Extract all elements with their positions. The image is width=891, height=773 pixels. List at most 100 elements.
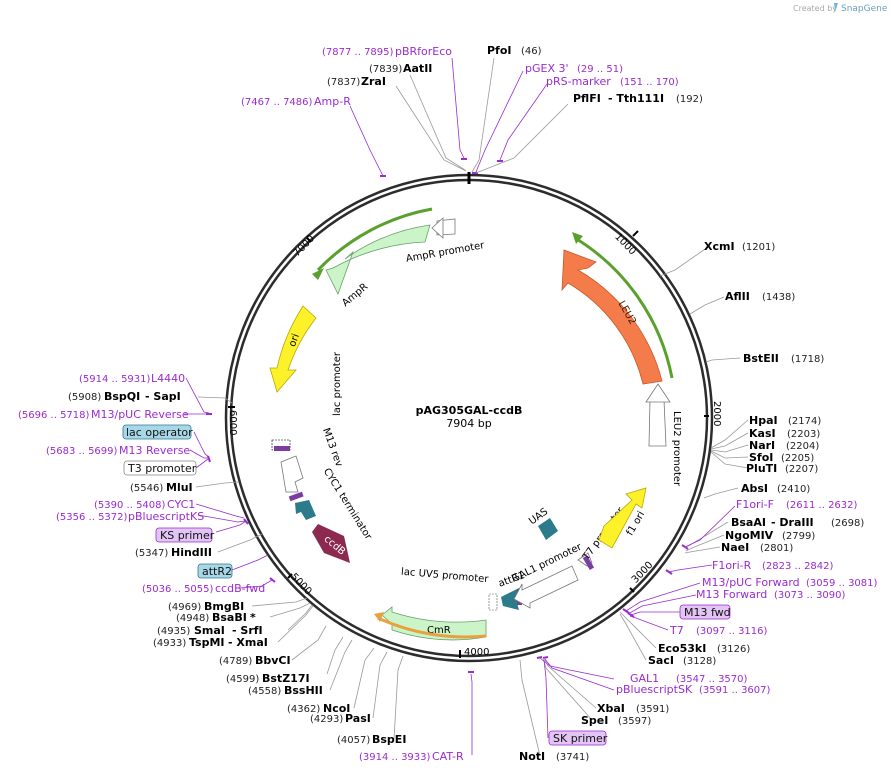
primer-m13-fwd[interactable]: M13 fwd — [679, 604, 731, 620]
enzyme-xbai[interactable]: XbaI(3591) — [597, 702, 669, 715]
primer-pgex3[interactable]: pGEX 3'(29 .. 51) — [525, 62, 623, 75]
enzyme-pfoi[interactable]: PfoI(46) — [487, 44, 542, 57]
cyc1-terminator-feature[interactable] — [280, 455, 304, 493]
enzyme-pluti[interactable]: PluTI(2207) — [746, 462, 818, 475]
svg-text:BsaBI: BsaBI — [212, 611, 247, 624]
svg-text:MluI: MluI — [166, 481, 193, 494]
enzyme-bsabi[interactable]: (4948)BsaBI* — [176, 611, 256, 624]
uas-feature[interactable] — [538, 518, 558, 540]
svg-text:- DraIII: - DraIII — [771, 516, 814, 529]
enzyme-tspmi[interactable]: (4933)TspMI- XmaI — [153, 636, 268, 649]
snapgene-logo-icon — [834, 3, 838, 12]
enzyme-ncoi[interactable]: (4362)NcoI — [287, 702, 350, 715]
primer-cyc1[interactable]: (5390 .. 5408)CYC1 — [94, 498, 195, 511]
enzyme-bspei[interactable]: (4057)BspEI — [337, 733, 406, 746]
leu2-feature[interactable] — [561, 249, 663, 385]
enzyme-aatii[interactable]: (7839)AatII — [369, 62, 432, 75]
ccdb-feature[interactable] — [312, 524, 350, 563]
enzyme-naei[interactable]: NaeI(2801) — [721, 541, 793, 554]
enzyme-ngomiv[interactable]: NgoMIV(2799) — [725, 529, 815, 542]
svg-text:(2410): (2410) — [777, 484, 810, 495]
primer-labels: (7877 .. 7895)pBRforEco pGEX 3'(29 .. 51… — [18, 45, 878, 763]
leu2-orf-arrowhead — [572, 232, 583, 244]
enzyme-noti[interactable]: NotI(3741) — [519, 750, 589, 763]
primer-amp-r[interactable]: (7467 .. 7486)Amp-R — [241, 95, 351, 108]
attr2-feature[interactable] — [295, 500, 316, 520]
gal1-promoter-feature[interactable] — [513, 565, 579, 609]
feature-attr2-tag[interactable]: attR2 — [197, 563, 233, 579]
primer-ccdb-fwd[interactable]: (5036 .. 5055)ccdB-fwd — [142, 582, 265, 595]
svg-text:(1718): (1718) — [791, 354, 824, 365]
enzyme-saci[interactable]: SacI(3128) — [648, 654, 716, 667]
enzyme-xcmi[interactable]: XcmI(1201) — [704, 240, 775, 253]
primer-prs-marker[interactable]: pRS-marker(151 .. 170) — [546, 75, 679, 88]
ampr-feature[interactable] — [325, 224, 431, 296]
primer-pbluescriptks[interactable]: (5356 .. 5372)pBluescriptKS — [56, 510, 204, 523]
primer-pbrforeco[interactable]: (7877 .. 7895)pBRforEco — [322, 45, 452, 58]
svg-text:(46): (46) — [521, 46, 542, 57]
primer-f1ori-f[interactable]: F1ori-F(2611 .. 2632) — [736, 498, 858, 511]
svg-text:(4599): (4599) — [226, 674, 259, 685]
enzyme-spei[interactable]: SpeI(3597) — [581, 714, 651, 727]
svg-text:HindIII: HindIII — [171, 546, 212, 559]
ampr-orf-arrowhead — [312, 268, 324, 280]
svg-text:KasI: KasI — [749, 427, 776, 440]
ampr-promoter-arrowhead — [431, 217, 444, 239]
feature-t3-promoter-tag[interactable]: T3 promoter — [123, 460, 197, 476]
svg-text:M13 Reverse: M13 Reverse — [119, 444, 190, 457]
primer-m13-puc-reverse[interactable]: (5696 .. 5718)M13/pUC Reverse — [18, 408, 189, 421]
primer-m13-forward[interactable]: M13 Forward(3073 .. 3090) — [696, 588, 846, 601]
enzyme-zrai[interactable]: (7837)ZraI — [327, 75, 386, 88]
primer-cat-r[interactable]: (3914 .. 3933)CAT-R — [359, 750, 464, 763]
primer-sk-primer[interactable]: SK primer — [548, 730, 608, 746]
enzyme-hpai[interactable]: HpaI(2174) — [749, 414, 821, 427]
enzyme-mlui[interactable]: (5546)MluI — [130, 481, 193, 494]
svg-text:XcmI: XcmI — [704, 240, 735, 253]
svg-text:attR2: attR2 — [202, 565, 232, 578]
enzyme-eco53ki[interactable]: Eco53kI(3126) — [658, 642, 750, 655]
enzyme-pflfi[interactable]: PflFI- Tth111I(192) — [573, 92, 703, 105]
t7-primer-site[interactable] — [582, 555, 595, 571]
primer-gal1[interactable]: GAL1(3547 .. 3570) — [630, 672, 748, 685]
enzyme-pasi[interactable]: (4293)PasI — [310, 712, 371, 725]
feature-lac-operator-tag[interactable]: lac operator — [122, 424, 193, 440]
enzyme-aflii[interactable]: AflII(1438) — [725, 290, 795, 303]
enzyme-kasi[interactable]: KasI(2203) — [749, 427, 820, 440]
enzyme-bspqi[interactable]: (5908)BspQI- SapI — [68, 390, 181, 403]
primer-pbluescriptsk[interactable]: pBluescriptSK(3591 .. 3607) — [616, 683, 771, 696]
primer-f1ori-r[interactable]: F1ori-R(2823 .. 2842) — [712, 559, 834, 572]
primer-t7[interactable]: T7(3097 .. 3116) — [669, 624, 768, 637]
svg-text:(5696 .. 5718): (5696 .. 5718) — [18, 410, 90, 421]
enzyme-nari[interactable]: NarI(2204) — [749, 439, 819, 452]
lacuv5-promoter-feature[interactable] — [488, 593, 498, 611]
m13-rev-primer-site[interactable] — [274, 446, 290, 451]
primer-ks-primer[interactable]: KS primer — [155, 527, 215, 543]
svg-text:NarI: NarI — [749, 439, 775, 452]
svg-text:(7467 .. 7486): (7467 .. 7486) — [241, 97, 313, 108]
primer-m13-reverse[interactable]: (5683 .. 5699)M13 Reverse — [46, 444, 190, 457]
primer-m13-puc-forward[interactable]: M13/pUC Forward(3059 .. 3081) — [702, 576, 878, 589]
enzyme-absi[interactable]: AbsI(2410) — [741, 482, 810, 495]
leu2-promoter-feature[interactable] — [648, 399, 667, 447]
cyc1-primer-site[interactable] — [288, 491, 304, 502]
cmr-orf-bar — [377, 616, 487, 639]
svg-text:Eco53kI: Eco53kI — [658, 642, 706, 655]
enzyme-bsaai[interactable]: BsaAI- DraIII(2698) — [731, 516, 864, 529]
tick-2000: 2000 — [711, 401, 722, 426]
enzyme-smai[interactable]: (4935)SmaI- SrfI — [157, 624, 263, 637]
svg-text:(7877 .. 7895): (7877 .. 7895) — [322, 47, 394, 58]
enzyme-bstz17i[interactable]: (4599)BstZ17I — [226, 672, 310, 685]
svg-text:ccdB-fwd: ccdB-fwd — [215, 582, 265, 595]
enzyme-bmgbi[interactable]: (4969)BmgBI — [168, 600, 244, 613]
enzyme-bsteii[interactable]: BstEII(1718) — [743, 352, 824, 365]
enzyme-bbvci[interactable]: (4789)BbvCI — [219, 654, 291, 667]
svg-text:(4362): (4362) — [287, 704, 320, 715]
f1-ori-feature[interactable] — [598, 487, 647, 549]
primer-l4440[interactable]: (5914 .. 5931)L4440 — [79, 372, 185, 385]
svg-text:pBluescriptSK: pBluescriptSK — [616, 683, 693, 696]
enzyme-hindiii[interactable]: (5347)HindIII — [135, 546, 212, 559]
enzyme-bsshii[interactable]: (4558)BssHII — [248, 684, 323, 697]
ori-feature[interactable] — [269, 305, 317, 393]
enzyme-sfoi[interactable]: SfoI(2205) — [749, 451, 814, 464]
svg-text:(5914 .. 5931): (5914 .. 5931) — [79, 374, 151, 385]
